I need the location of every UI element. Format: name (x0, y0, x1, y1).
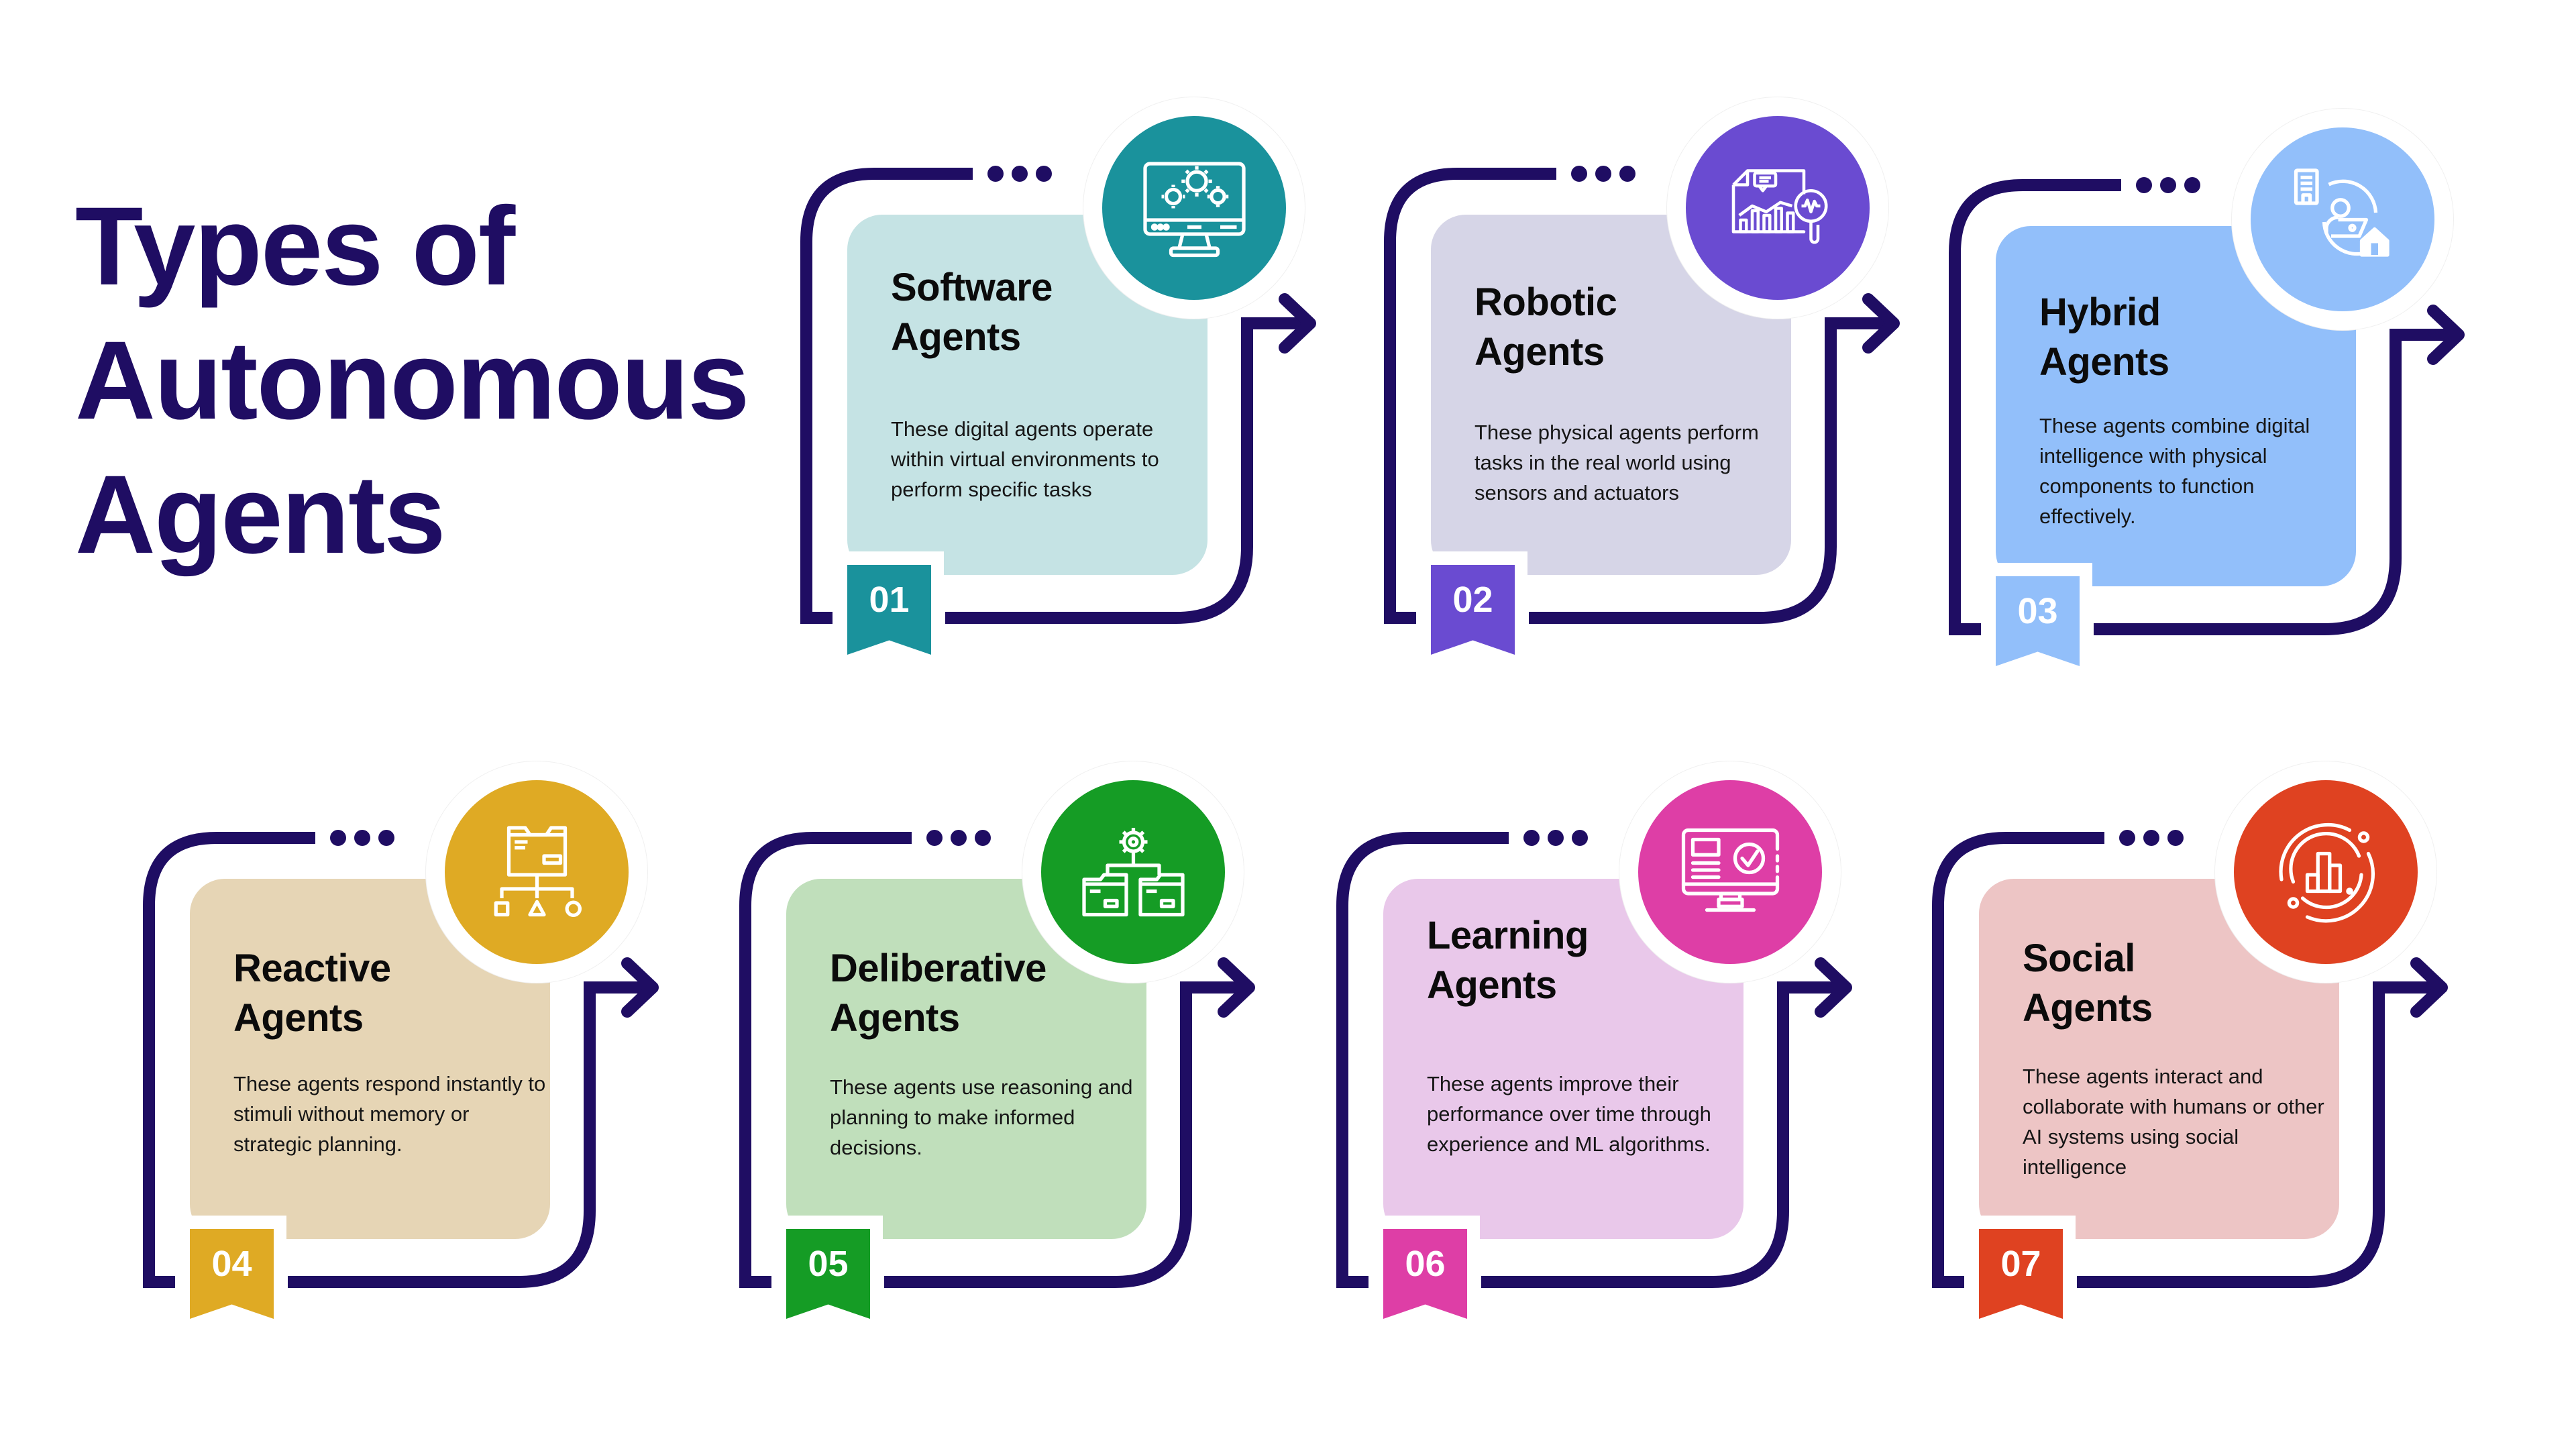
card-description: These agents improve their performance o… (1427, 1072, 1711, 1156)
card-title: Robotic Agents (1474, 280, 1617, 374)
number-badge: 07 (1979, 1229, 2063, 1319)
icon-ring (1667, 97, 1888, 319)
agent-card-reactive: Reactive Agents These agents respond ins… (143, 761, 680, 1355)
number-badge: 01 (847, 565, 931, 655)
card-description: These digital agents operate within virt… (891, 417, 1159, 501)
frame-outline (739, 830, 1255, 1288)
title-line-2: Autonomous (75, 319, 749, 443)
orbit-bar-chart-icon (2278, 822, 2375, 922)
icon-ring (426, 761, 647, 983)
number-badge: 04 (190, 1229, 274, 1319)
monitor-checkmark-icon (1681, 828, 1779, 912)
frame-outline (1932, 830, 2448, 1288)
office-remote-worker-home-icon (2294, 168, 2390, 257)
dots-icon (926, 830, 991, 846)
icon-disc (2234, 780, 2418, 964)
icon-disc (445, 780, 629, 964)
report-analytics-magnifier-icon (1731, 168, 1828, 244)
agent-card-social: Social Agents These agents interact and … (1932, 761, 2469, 1355)
dots-icon (987, 166, 1052, 182)
dots-icon (1571, 166, 1635, 182)
card-description: These agents interact and collaborate wi… (2023, 1065, 2324, 1179)
icon-ring (1022, 761, 1244, 983)
dots-icon (330, 830, 394, 846)
icon-ring (1083, 97, 1305, 319)
card-title: Software Agents (891, 266, 1053, 359)
icon-ring (1619, 761, 1841, 983)
agent-card-learning: Learning Agents These agents improve the… (1336, 761, 1873, 1355)
dots-icon (2119, 830, 2184, 846)
frame-outline (1336, 830, 1852, 1288)
dots-icon (1523, 830, 1588, 846)
frame-outline (1949, 177, 2465, 635)
agent-card-deliberative: Deliberative Agents These agents use rea… (739, 761, 1276, 1355)
number-badge: 03 (1996, 576, 2080, 666)
gear-folders-hierarchy-icon (1081, 827, 1185, 916)
number-badge: 06 (1383, 1229, 1467, 1319)
icon-disc (1102, 116, 1286, 300)
frame-outline (1384, 166, 1900, 624)
monitor-gears-icon (1142, 161, 1246, 257)
number-badge: 05 (786, 1229, 870, 1319)
card-title: Social Agents (2023, 936, 2153, 1030)
title-line-1: Types of (75, 184, 515, 309)
card-title: Deliberative Agents (830, 947, 1046, 1040)
page-title: Types of Autonomous Agents (75, 180, 749, 582)
card-description: These agents respond instantly to stimul… (233, 1072, 546, 1156)
icon-disc (2251, 127, 2434, 311)
number-badge: 02 (1431, 565, 1515, 655)
title-line-3: Agents (75, 453, 446, 577)
card-description: These agents use reasoning and planning … (830, 1075, 1133, 1159)
card-title: Hybrid Agents (2039, 290, 2169, 384)
frame-outline (143, 830, 659, 1288)
card-title: Learning Agents (1427, 914, 1589, 1007)
icon-disc (1686, 116, 1870, 300)
frame-outline (800, 166, 1316, 624)
dots-icon (2136, 177, 2200, 193)
card-title: Reactive Agents (233, 947, 391, 1040)
agent-card-software: Software Agents These digital agents ope… (800, 97, 1337, 691)
icon-disc (1638, 780, 1822, 964)
folder-hierarchy-shapes-icon (494, 825, 582, 917)
icon-ring (2215, 761, 2436, 983)
icon-ring (2232, 109, 2453, 330)
card-description: These agents combine digital intelligenc… (2039, 414, 2310, 528)
card-description: These physical agents perform tasks in t… (1474, 421, 1759, 504)
agent-card-hybrid: Hybrid Agents These agents combine digit… (1949, 109, 2485, 702)
icon-disc (1041, 780, 1225, 964)
agent-card-robotic: Robotic Agents These physical agents per… (1384, 97, 1921, 691)
